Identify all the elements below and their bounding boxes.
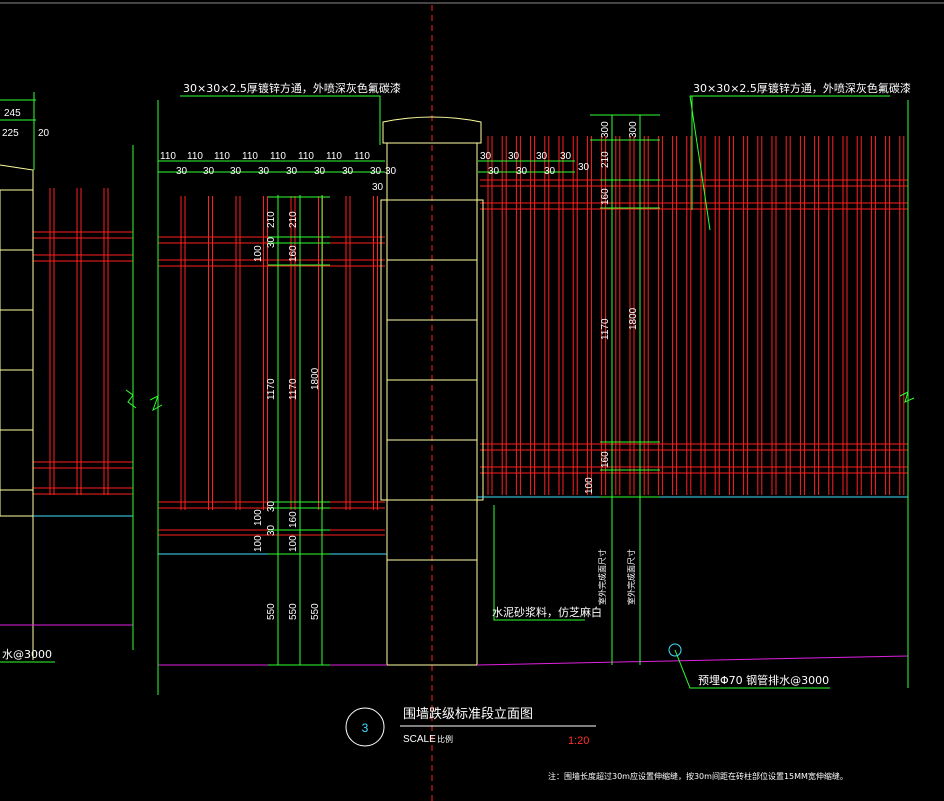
dim-label: 30 <box>266 500 277 512</box>
dim-label: 160 <box>288 511 299 528</box>
dimension-lines <box>0 92 915 695</box>
dim-label: 30 <box>544 166 556 177</box>
dim-label: 100 <box>253 535 264 552</box>
dim-label: 30 <box>230 166 242 177</box>
dim-label: 30 <box>176 166 188 177</box>
dim-label: 210 <box>288 211 299 228</box>
dim-label: 100 <box>253 245 264 262</box>
dim-label: 30 <box>578 162 590 173</box>
fence-panel-left <box>33 188 133 495</box>
fence-panel-right <box>480 136 908 495</box>
dim-label: 30 <box>203 166 215 177</box>
dim-label: 110 <box>160 151 176 162</box>
base-lines <box>33 496 908 555</box>
scale-value: 1:20 <box>568 735 589 747</box>
pillar-left <box>0 164 34 660</box>
note-member-left: 30×30×2.5厚镀锌方通，外喷深灰色氟碳漆 <box>183 81 401 95</box>
dim-label: 160 <box>288 245 299 262</box>
pillar-center <box>380 116 484 666</box>
note-member-right: 30×30×2.5厚镀锌方通，外喷深灰色氟碳漆 <box>693 81 911 95</box>
dim-label: 110 <box>298 151 314 162</box>
dim-label: 30 <box>258 166 270 177</box>
dim-label: 550 <box>288 603 299 620</box>
dim-label: 245 <box>4 108 21 119</box>
dim-label: 550 <box>310 603 321 620</box>
dim-label: 100 <box>253 509 264 526</box>
dim-label: 110 <box>270 151 286 162</box>
footer-note: 注：围墙长度超过30m应设置伸缩缝，按30m间距在砖柱部位设置15MM宽伸缩缝。 <box>548 771 848 781</box>
dim-label: 225 <box>2 128 19 139</box>
fence-panel-middle <box>158 196 385 536</box>
drain-pipe-icon <box>668 643 682 657</box>
dim-label: 30 <box>370 166 382 177</box>
dim-label: 30 <box>266 236 277 248</box>
dim-label: 30 <box>266 524 277 536</box>
dim-label: 1170 <box>600 318 611 340</box>
dim-label: 110 <box>214 151 230 162</box>
note-drain-left: 水@3000 <box>2 648 52 661</box>
dim-label: 30 <box>314 166 326 177</box>
finish-level-label: 室外完成面尺寸 <box>597 549 607 605</box>
dim-label: 160 <box>600 451 611 468</box>
dim-label: 30 <box>560 151 572 162</box>
dim-label: 210 <box>266 211 277 228</box>
dim-label: 30 <box>488 166 500 177</box>
dim-label: 30 <box>508 151 520 162</box>
dim-label: 1170 <box>266 378 277 400</box>
dim-label: 30 <box>480 151 492 162</box>
dim-label: 30 <box>536 151 548 162</box>
dim-label: 110 <box>242 151 258 162</box>
dim-label: 110 <box>354 151 370 162</box>
dim-label: 20 <box>38 128 50 139</box>
scale-label-cn: 比例 <box>437 734 453 744</box>
dim-label: 30 <box>385 166 397 177</box>
note-drain-right: 预埋Φ70 钢管排水@3000 <box>698 673 829 687</box>
dim-label: 100 <box>584 477 595 494</box>
title-number-circle <box>345 707 385 747</box>
dim-label: 160 <box>600 188 611 205</box>
dim-label: 30 <box>516 166 528 177</box>
dim-label: 210 <box>600 151 611 168</box>
dim-label: 1170 <box>288 378 299 400</box>
dim-label: 110 <box>187 151 203 162</box>
note-waterproof: 水泥砂浆料，仿芝麻白 <box>492 605 602 619</box>
finish-level-label: 室外完成面尺寸 <box>626 549 636 605</box>
dim-label: 30 <box>286 166 298 177</box>
dim-label: 100 <box>288 535 299 552</box>
drawing-title: 围墙跌级标准段立面图 <box>403 706 533 722</box>
dim-label: 1800 <box>628 307 639 330</box>
dim-label: 300 <box>628 121 639 138</box>
dim-label: 300 <box>600 121 611 138</box>
dim-label: 30 <box>342 166 354 177</box>
dim-label: 30 <box>372 182 384 193</box>
dim-label: 110 <box>326 151 342 162</box>
ground-lines <box>0 624 909 666</box>
scale-label: SCALE <box>403 734 436 745</box>
dim-label: 550 <box>266 603 277 620</box>
dim-label: 1800 <box>310 367 321 390</box>
right-spacing-dims: 30 30 30 30 30 30 30 <box>480 151 572 177</box>
title-number: 3 <box>362 721 369 735</box>
